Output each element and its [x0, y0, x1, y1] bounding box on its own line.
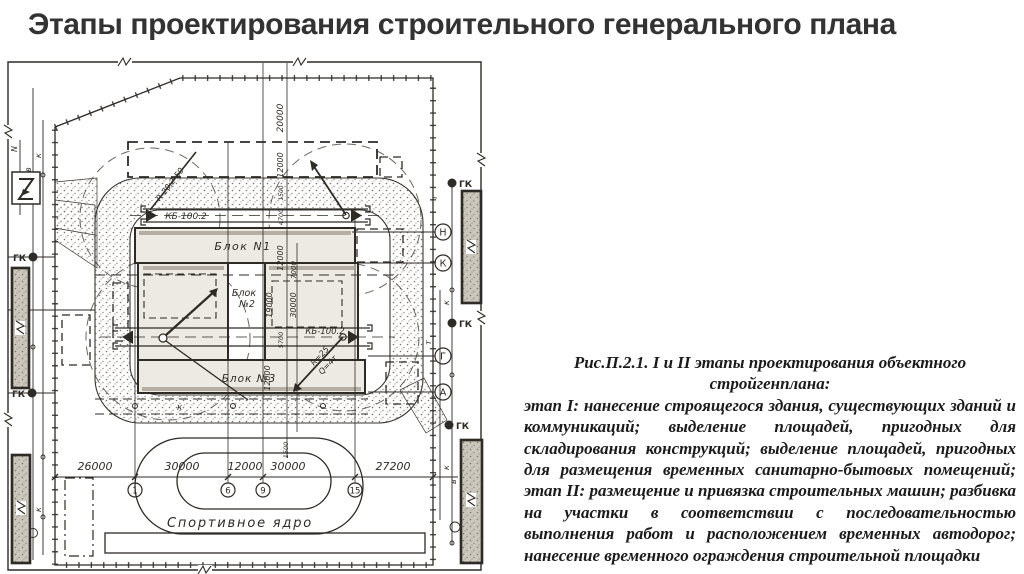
bottom-building [104, 532, 426, 554]
caption-heading-line2: стройгенплана: [709, 374, 831, 394]
svg-text:26000: 26000 [78, 460, 113, 473]
crane1-type-label: КБ-100.2 [165, 212, 207, 222]
svg-text:30000: 30000 [165, 460, 200, 473]
dashdot-area [64, 477, 94, 557]
svg-text:Н: Н [439, 228, 446, 239]
bottom-dimension-line [51, 473, 458, 481]
vertical-dimensions: 20000 12000 1500 4700 12000 7000 19000 3… [263, 103, 298, 458]
svg-text:12000: 12000 [276, 245, 285, 270]
svg-text:5700: 5700 [277, 332, 285, 349]
gk-label: ГК [459, 180, 473, 190]
svg-text:1500: 1500 [282, 442, 290, 459]
axis-letter-circles: Н К Г А [434, 223, 452, 401]
gk-label: ГК [12, 390, 26, 400]
site-fence [52, 75, 436, 568]
svg-text:N: N [10, 146, 19, 152]
svg-text:27200: 27200 [376, 460, 411, 473]
svg-text:12000: 12000 [276, 152, 285, 177]
building-left-wing [137, 262, 229, 361]
svg-text:6: 6 [225, 487, 230, 497]
svg-text:20000: 20000 [276, 103, 286, 132]
svg-text:7000: 7000 [290, 261, 298, 279]
svg-text:т: т [424, 340, 433, 345]
crane-track-2 [100, 324, 395, 392]
block3-label: Блок №3 [222, 373, 277, 385]
sports-oval-label: Спортивное ядро [167, 516, 313, 531]
bottom-dimensions: 26000 30000 12000 30000 27200 [78, 460, 411, 473]
svg-text:в: в [449, 479, 458, 484]
block2-label-line2: №2 [238, 299, 255, 310]
svg-text:1500: 1500 [278, 185, 285, 200]
north-arrow [11, 171, 41, 205]
svg-text:30000: 30000 [289, 292, 298, 317]
svg-text:К: К [440, 259, 447, 270]
svg-text:19000: 19000 [265, 292, 274, 317]
road-corner-patch [54, 177, 98, 269]
svg-text:А: А [440, 388, 447, 399]
middle-crane [158, 288, 249, 401]
caption-heading-line1: Рис.П.2.1. I и II этапы проектирования о… [573, 353, 967, 372]
block2-label-line1: Блок [232, 288, 256, 299]
drawing-frame [7, 61, 482, 571]
svg-text:9: 9 [260, 487, 265, 497]
gk-label: ГК [13, 254, 27, 264]
figure-caption: Рис.П.2.1. I и II этапы проектирования о… [524, 352, 1016, 566]
svg-text:30000: 30000 [271, 460, 306, 473]
axis-lines-vertical [134, 63, 356, 483]
svg-text:в: в [24, 167, 33, 172]
svg-text:12000: 12000 [228, 460, 263, 473]
svg-text:к: к [442, 300, 451, 305]
svg-text:12000: 12000 [263, 365, 272, 390]
slide-title: Этапы проектирования строительного генер… [28, 8, 896, 41]
building-shading [139, 231, 361, 391]
svg-text:т: т [430, 195, 439, 200]
road-utility-label: к [177, 403, 183, 413]
crane-track-1 [130, 151, 385, 226]
utility-labels-right: т к т к в [424, 195, 458, 484]
sports-oval [134, 437, 364, 535]
caption-body: этап I: нанесение строящегося здания, су… [524, 395, 1016, 565]
axis-letter-lines [352, 231, 435, 393]
svg-text:к: к [34, 153, 43, 158]
gk-markers: ГК ГК ГК ГК ГК [12, 178, 473, 432]
svg-text:15: 15 [350, 487, 361, 497]
storage-areas-dashed [61, 141, 419, 405]
svg-text:Г: Г [440, 352, 446, 363]
utility-lines-right [439, 185, 461, 546]
svg-text:4700: 4700 [277, 209, 285, 226]
site-plan-drawing: к КБ-100.2 R-20,2-50 КБ [2, 56, 487, 574]
svg-text:к: к [442, 465, 451, 470]
gk-label: ГК [459, 320, 473, 330]
gk-label: ГК [456, 422, 470, 432]
svg-text:к: к [34, 507, 43, 512]
crane2-type-label: КБ-100.2 [305, 327, 344, 337]
